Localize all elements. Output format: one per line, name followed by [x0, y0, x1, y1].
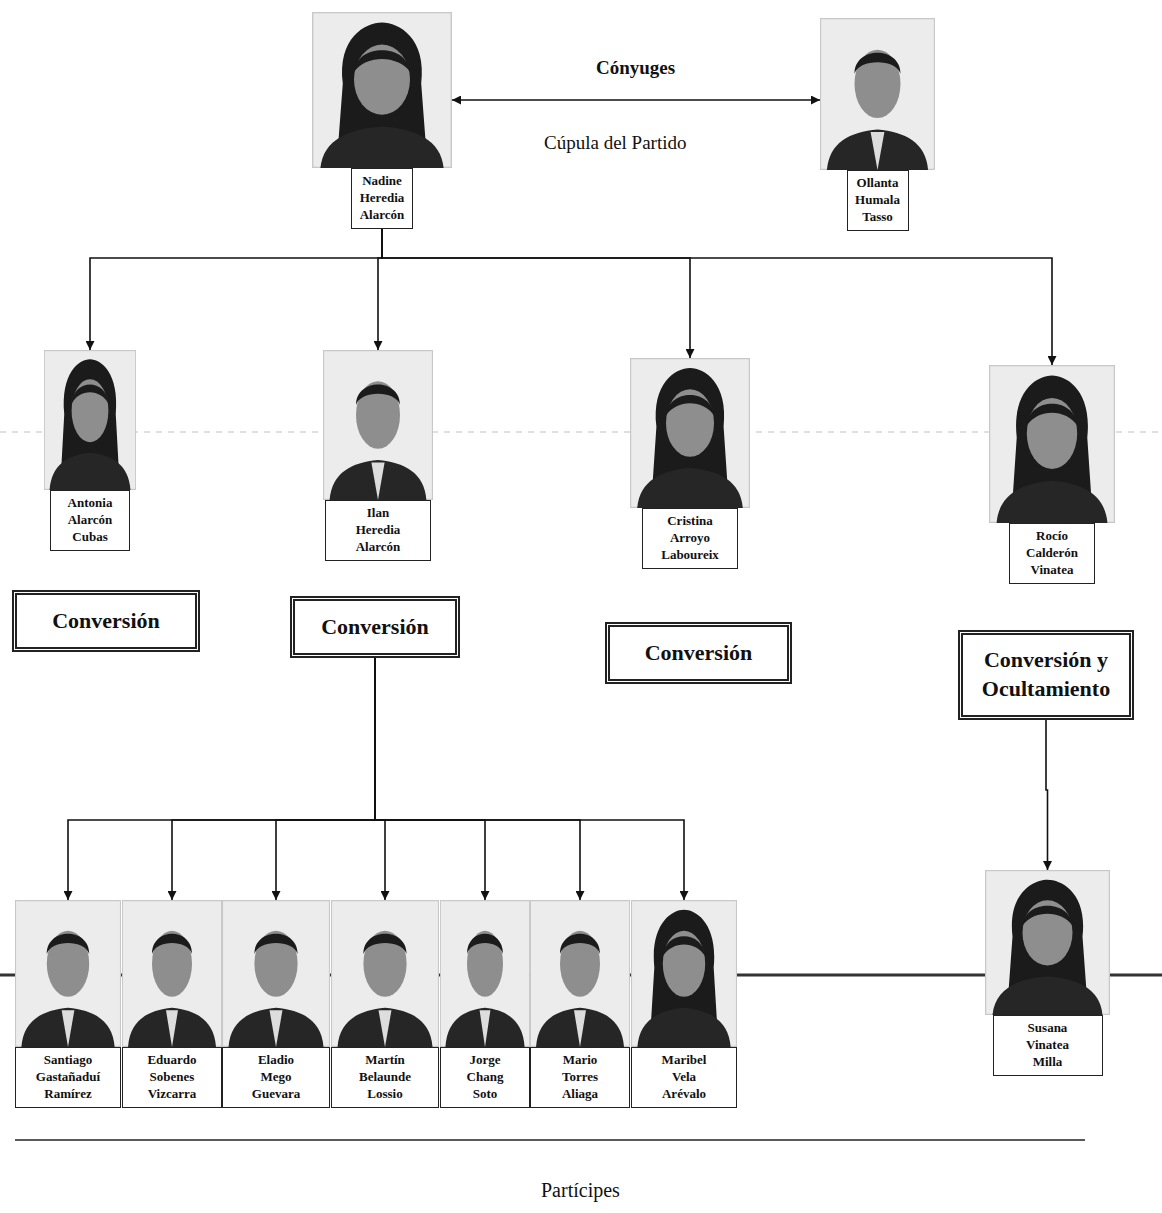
- person-node: Susana Vinatea Milla: [985, 870, 1110, 1076]
- name-box: Eladio Mego Guevara: [222, 1047, 330, 1108]
- participants-rule: [15, 1139, 1085, 1141]
- person-photo: [312, 12, 452, 168]
- person-node: Ollanta Humala Tasso: [820, 18, 935, 231]
- person-node: Antonia Alarcón Cubas: [44, 350, 136, 551]
- person-name: Susana Vinatea Milla: [1026, 1020, 1069, 1071]
- connector-arrow: [90, 229, 382, 350]
- person-node: Nadine Heredia Alarcón: [312, 12, 452, 229]
- person-node: Ilan Heredia Alarcón: [323, 350, 433, 561]
- person-node: Cristina Arroyo Laboureix: [630, 358, 750, 569]
- connector-arrow: [382, 229, 690, 358]
- person-node: Mario Torres Aliaga: [530, 900, 630, 1108]
- box-label: Conversión: [321, 613, 429, 642]
- person-name: Cristina Arroyo Laboureix: [661, 513, 719, 564]
- person-name: Ollanta Humala Tasso: [855, 175, 900, 226]
- name-box: Nadine Heredia Alarcón: [351, 168, 413, 229]
- connector-arrow: [382, 229, 1052, 365]
- person-name: Eduardo Sobenes Vizcarra: [147, 1052, 196, 1103]
- person-name: Eladio Mego Guevara: [252, 1052, 300, 1103]
- person-photo: [989, 365, 1115, 523]
- caption-label: Cúpula del Partido: [544, 132, 686, 154]
- name-box: Jorge Chang Soto: [440, 1047, 530, 1108]
- name-box: Santiago Gastañaduí Ramírez: [15, 1047, 121, 1108]
- box-label: Conversión y Ocultamiento: [973, 646, 1119, 703]
- name-box: Ollanta Humala Tasso: [847, 170, 909, 231]
- conversion-box: Conversión: [12, 590, 200, 652]
- person-name: Nadine Heredia Alarcón: [360, 173, 405, 224]
- person-node: Jorge Chang Soto: [440, 900, 530, 1108]
- person-name: Antonia Alarcón Cubas: [68, 495, 113, 546]
- caption-label: Partícipes: [541, 1179, 620, 1202]
- conversion-box: Conversión y Ocultamiento: [958, 630, 1134, 720]
- person-photo: [530, 900, 630, 1047]
- connector-arrow: [375, 658, 580, 900]
- person-photo: [631, 900, 737, 1047]
- person-name: Jorge Chang Soto: [467, 1052, 504, 1103]
- person-photo: [15, 900, 121, 1047]
- connector-arrow: [452, 99, 820, 101]
- person-node: Martín Belaunde Lossio: [331, 900, 439, 1108]
- person-name: Maribel Vela Arévalo: [662, 1052, 707, 1103]
- person-photo: [820, 18, 935, 170]
- conversion-box: Conversión: [290, 596, 460, 658]
- edge-label: Cónyuges: [592, 57, 679, 79]
- person-name: Mario Torres Aliaga: [562, 1052, 598, 1103]
- connector-arrow: [1046, 720, 1048, 870]
- name-box: Maribel Vela Arévalo: [631, 1047, 737, 1108]
- person-node: Eladio Mego Guevara: [222, 900, 330, 1108]
- connector-arrow: [68, 658, 375, 900]
- person-photo: [440, 900, 530, 1047]
- person-name: Rocío Calderón Vinatea: [1026, 528, 1078, 579]
- person-photo: [323, 350, 433, 500]
- person-node: Maribel Vela Arévalo: [631, 900, 737, 1108]
- person-photo: [222, 900, 330, 1047]
- person-photo: [331, 900, 439, 1047]
- name-box: Susana Vinatea Milla: [993, 1015, 1103, 1076]
- person-node: Santiago Gastañaduí Ramírez: [15, 900, 121, 1108]
- name-box: Mario Torres Aliaga: [530, 1047, 630, 1108]
- box-label: Conversión: [645, 639, 753, 668]
- person-node: Eduardo Sobenes Vizcarra: [122, 900, 222, 1108]
- name-box: Ilan Heredia Alarcón: [325, 500, 431, 561]
- person-name: Ilan Heredia Alarcón: [356, 505, 401, 556]
- person-photo: [122, 900, 222, 1047]
- name-box: Antonia Alarcón Cubas: [50, 490, 130, 551]
- person-photo: [985, 870, 1110, 1015]
- connector-arrow: [375, 658, 684, 900]
- person-name: Santiago Gastañaduí Ramírez: [36, 1052, 100, 1103]
- name-box: Martín Belaunde Lossio: [331, 1047, 439, 1108]
- connector-arrow: [172, 658, 375, 900]
- box-label: Conversión: [52, 607, 160, 636]
- person-photo: [44, 350, 136, 490]
- scan-dashed-line: [0, 432, 1162, 433]
- person-node: Rocío Calderón Vinatea: [989, 365, 1115, 584]
- connector-arrow: [375, 658, 385, 900]
- person-name: Martín Belaunde Lossio: [359, 1052, 411, 1103]
- name-box: Cristina Arroyo Laboureix: [642, 508, 738, 569]
- person-photo: [630, 358, 750, 508]
- name-box: Rocío Calderón Vinatea: [1009, 523, 1095, 584]
- name-box: Eduardo Sobenes Vizcarra: [122, 1047, 222, 1108]
- connector-arrow: [375, 658, 485, 900]
- connector-arrow: [276, 658, 375, 900]
- conversion-box: Conversión: [605, 622, 792, 684]
